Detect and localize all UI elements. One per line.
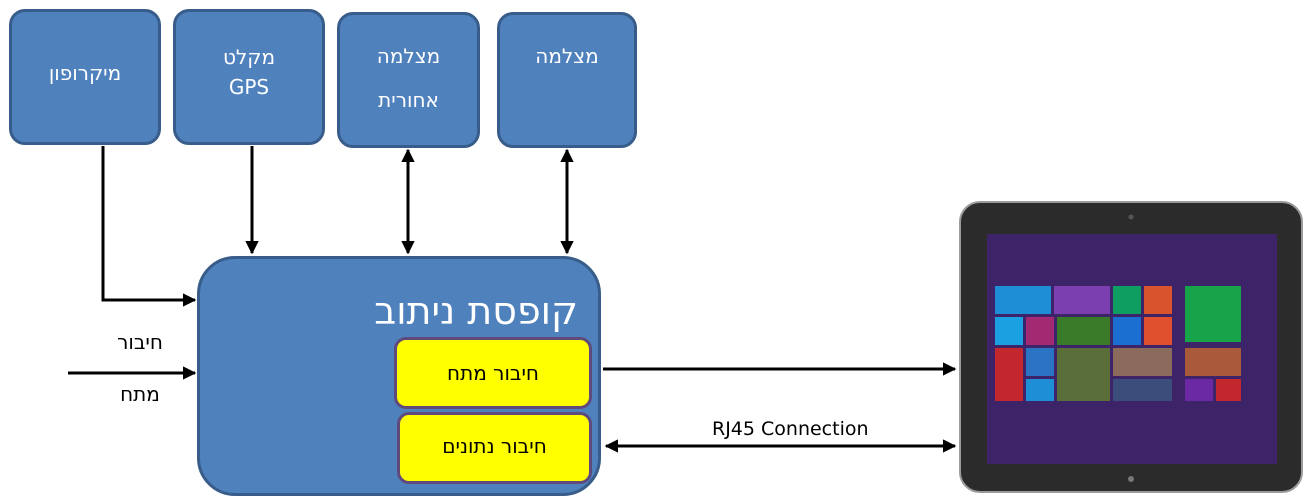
rear-camera-label-line2: אחורית <box>378 88 439 112</box>
gps-receiver-box: מקלט GPS <box>173 9 325 145</box>
front-camera-label: מצלמה <box>535 44 599 68</box>
rear-camera-box: מצלמה אחורית <box>337 12 480 148</box>
routing-box: קופסת ניתוב חיבור מתח חיבור נתונים <box>197 256 601 496</box>
rear-camera-label-line1: מצלמה <box>376 44 441 68</box>
gps-label-line1: מקלט <box>222 45 276 69</box>
rj45-connection-label: RJ45 Connection <box>712 418 869 440</box>
microphone-label: מיקרופון <box>48 61 122 85</box>
tablet-camera-icon <box>1128 214 1134 220</box>
microphone-box: מיקרופון <box>9 9 161 145</box>
power-input-line1: חיבור <box>117 330 163 354</box>
data-port-box: חיבור נתונים <box>397 412 592 484</box>
start-screen-tiles <box>995 286 1241 401</box>
tablet-image <box>959 201 1303 493</box>
power-port-box: חיבור מתח <box>394 337 592 409</box>
power-input-label: חיבור מתח <box>95 330 185 406</box>
routing-box-title: קופסת ניתוב <box>374 289 578 333</box>
data-port-label: חיבור נתונים <box>442 434 547 458</box>
power-port-label: חיבור מתח <box>447 361 539 385</box>
gps-label-line2: GPS <box>228 75 270 99</box>
windows-button-icon <box>1128 476 1134 482</box>
power-input-line2: מתח <box>120 382 160 406</box>
front-camera-box: מצלמה <box>497 12 637 148</box>
microphone-connector <box>101 146 197 307</box>
